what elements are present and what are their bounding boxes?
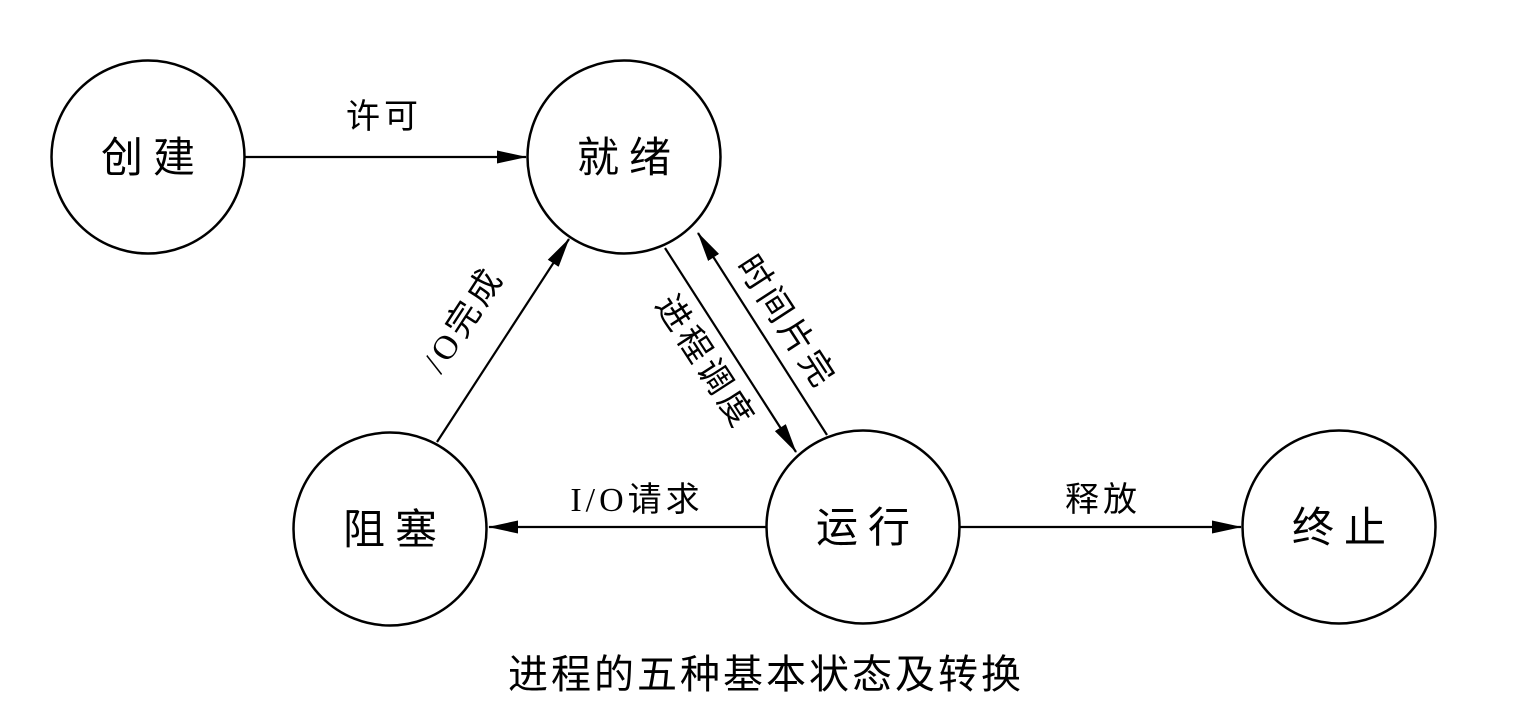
state-label-blocked: 阻塞 [343, 507, 447, 554]
state-node-create [50, 59, 246, 255]
transition-label-permit: 许可 [346, 98, 422, 136]
diagram-caption: 进程的五种基本状态及转换 [508, 652, 1024, 697]
transition-arrow-timeslice [697, 232, 828, 436]
transition-arrow-io-complete [436, 238, 570, 443]
transition-arrow-schedule [664, 247, 797, 453]
state-node-ready [526, 59, 722, 255]
state-label-running: 运行 [816, 506, 920, 552]
state-node-blocked [292, 431, 488, 627]
state-node-running [765, 429, 961, 625]
state-label-terminated: 终止 [1292, 506, 1396, 552]
state-label-create: 创建 [101, 136, 205, 182]
transition-label-release: 释放 [1065, 481, 1141, 519]
transition-label-io-complete: /O完成 [416, 260, 512, 380]
state-node-terminated [1241, 429, 1437, 625]
state-label-ready: 就绪 [577, 136, 681, 182]
transition-label-io-request: I/O请求 [570, 482, 703, 519]
